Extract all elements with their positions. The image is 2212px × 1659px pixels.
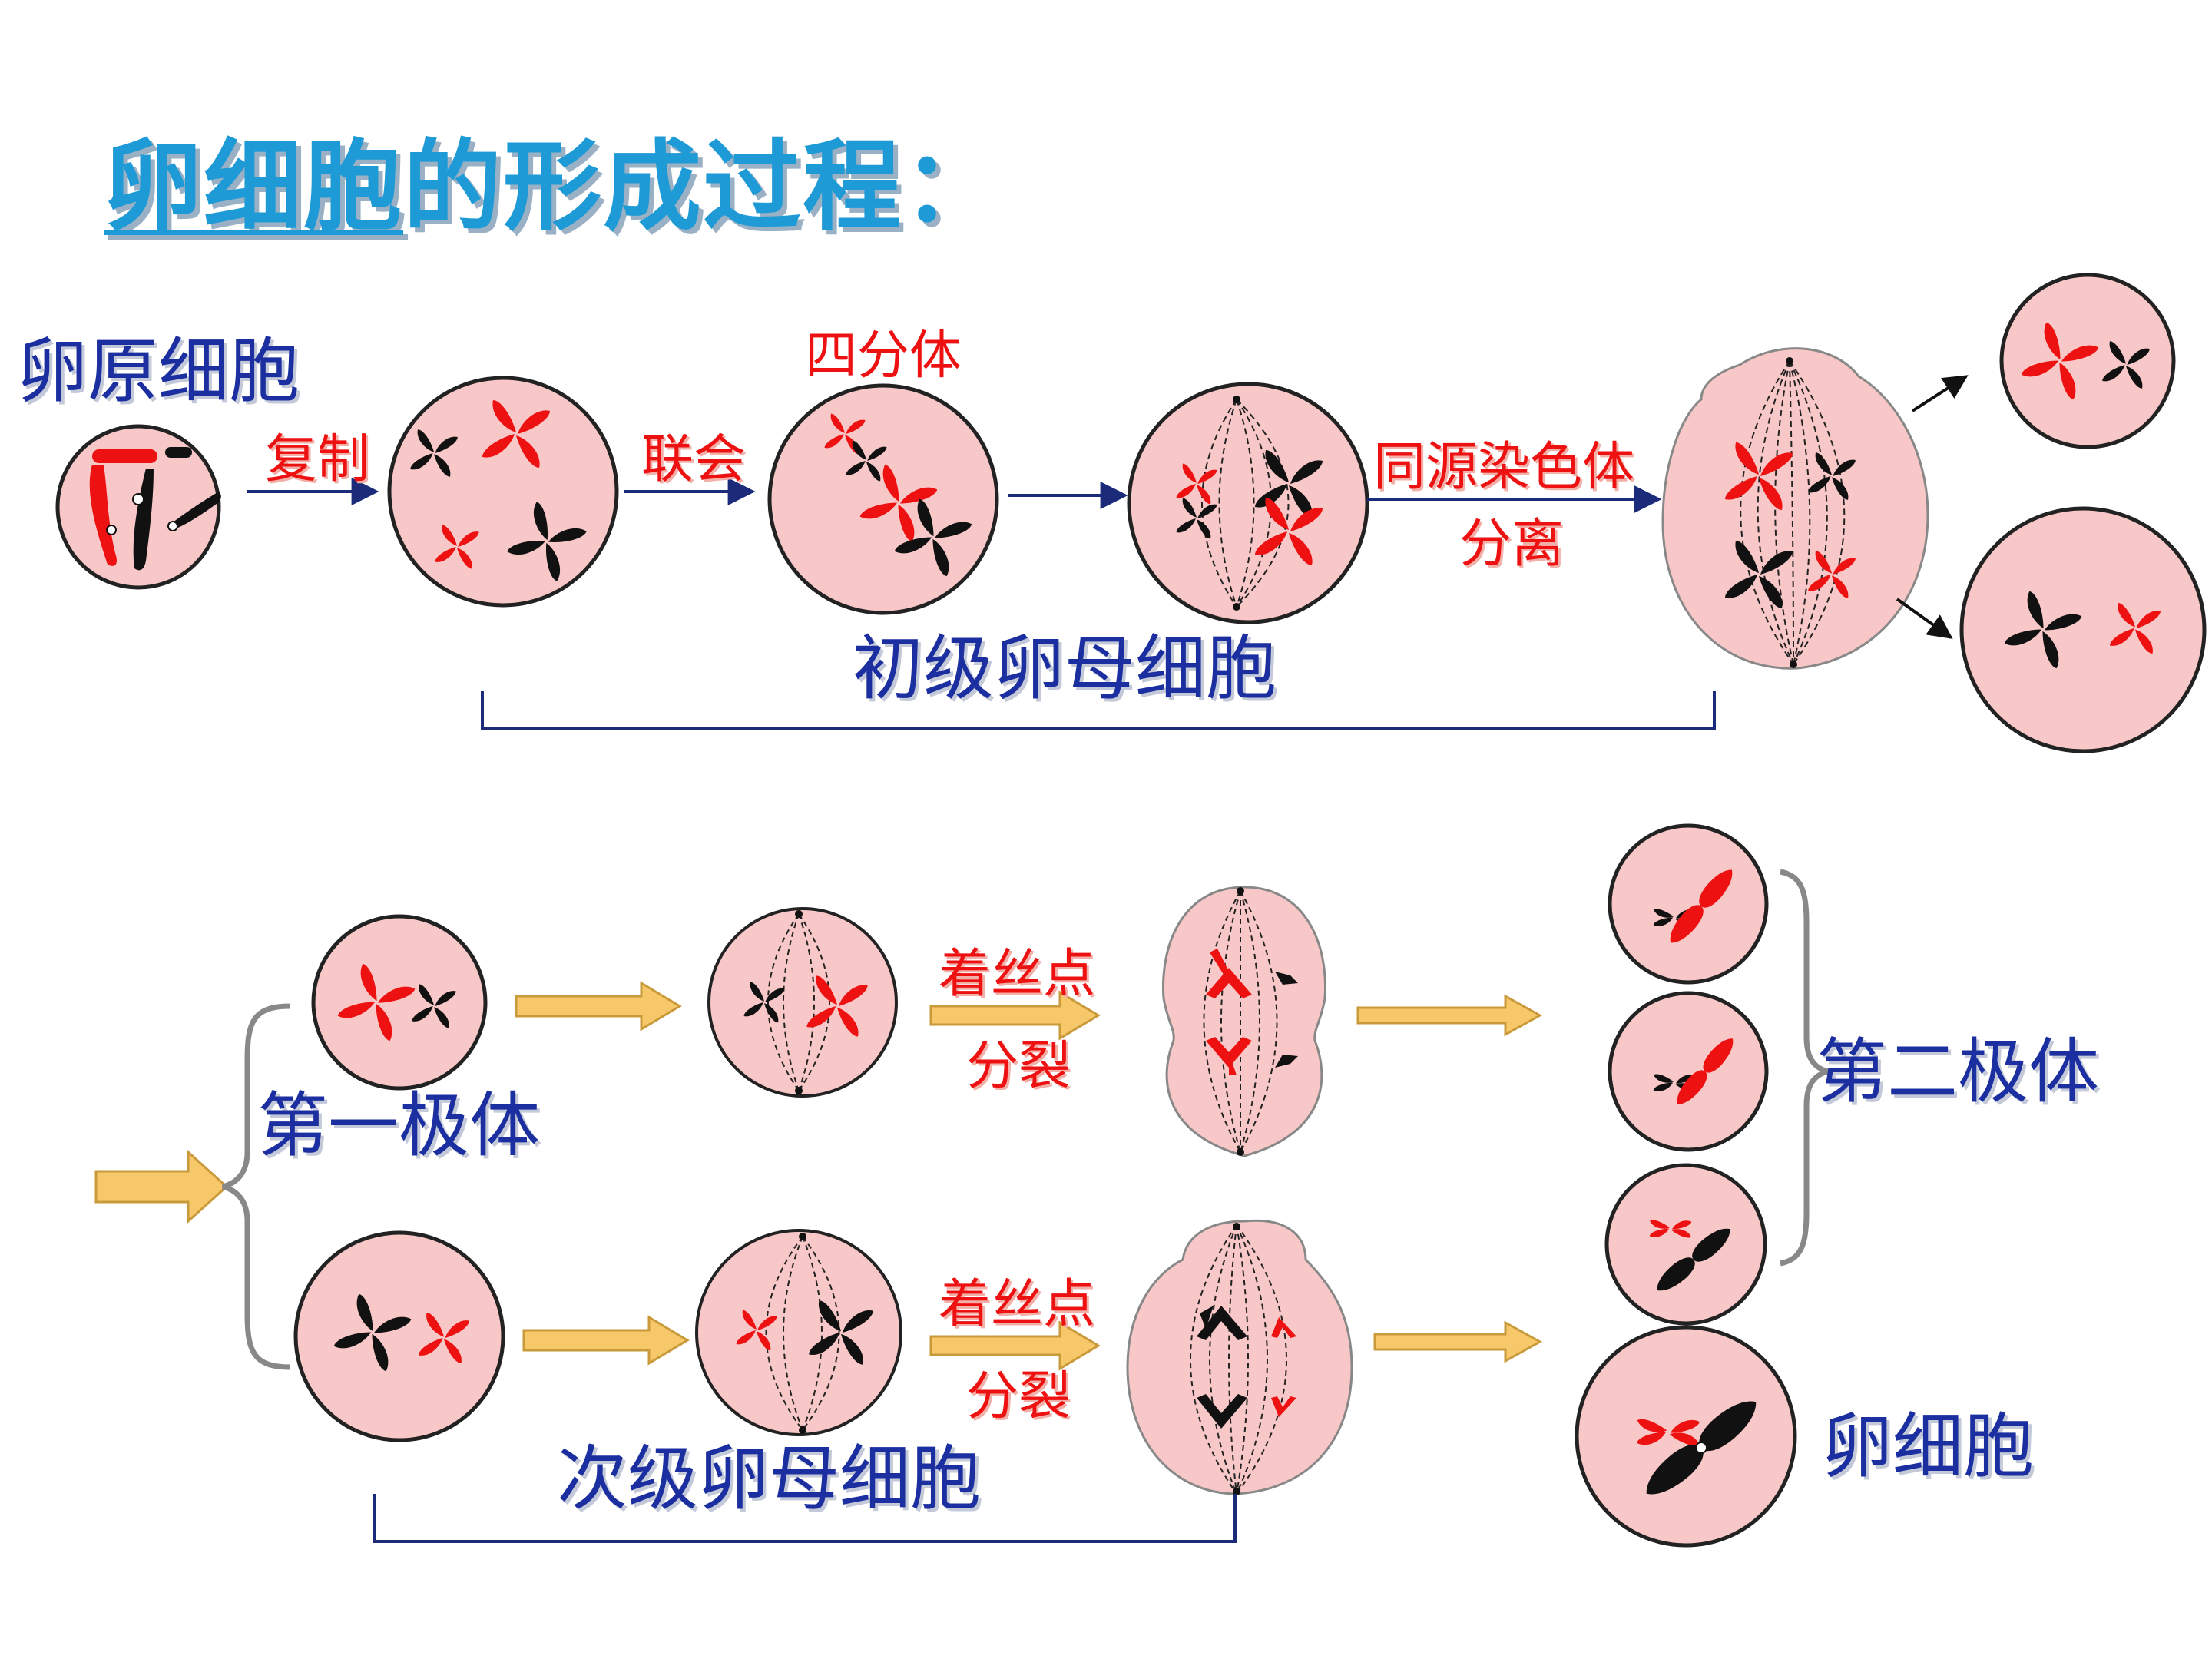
egg-cell-label: 卵细胞 [1822,1406,2035,1488]
anaphase-i-cell [1661,347,1929,670]
replication-label: 复制 [265,429,370,490]
egg-cell [1575,1325,1797,1548]
block-arrow [929,1320,1101,1371]
chromosomes [89,447,221,571]
entry-arrow [94,1149,229,1224]
arrow-to-secondary-oocyte [1896,598,1953,639]
title-part1: 卵细胞 [104,130,404,244]
primary-oocyte-bracket [481,691,1716,730]
homolog-separation-label-line2: 分离 [1459,514,1565,575]
primary-oocyte-label: 初级卵母细胞 [853,628,1277,710]
block-arrow [1356,994,1543,1037]
centromere-split2-label-line2: 分裂 [966,1366,1071,1427]
second-polar-body-cell [1608,823,1769,985]
first-polar-body-cell [311,914,488,1091]
oocyte-metaphase-ii-cell [695,1229,902,1436]
block-arrow [515,981,682,1031]
polar-anaphase-ii-cell [1161,886,1327,1157]
block-arrow [522,1315,690,1366]
polar-metaphase-ii-cell [707,907,898,1098]
secondary-oocyte-cell [293,1230,505,1442]
secondary-oocyte-label: 次级卵母细胞 [557,1438,982,1520]
left-brace [221,1003,291,1370]
block-arrow [929,990,1101,1041]
second-polar-body-cell [1608,991,1769,1152]
oogonium-cell [55,424,221,590]
tetrad-label: 四分体 [805,326,962,386]
centromere-split-label-line2: 分裂 [966,1036,1071,1097]
centromere-split-label-line1: 着丝点 [939,944,1096,1005]
second-polar-body-label: 第二极体 [1816,1031,2100,1113]
title-part2: 的形成过程： [403,130,1003,244]
oocyte-anaphase-ii-cell [1126,1219,1353,1495]
metaphase-i-cell [1127,382,1369,624]
secondary-oocyte-result-cell [1959,506,2207,753]
replicated-cell [387,376,619,608]
homolog-separation-label-line1: 同源染色体 [1373,437,1635,498]
synapsis-label: 联会 [641,429,747,490]
arrow-to-first-polar-body [1911,375,1969,412]
page-title: 卵细胞的形成过程： [104,138,1002,237]
second-polar-body-cell [1604,1163,1767,1326]
centromere-split2-label-line1: 着丝点 [939,1274,1096,1335]
first-polar-body-result-cell [1999,273,2176,449]
secondary-oocyte-bracket [373,1494,1237,1543]
first-polar-body-label: 第一极体 [257,1084,541,1167]
block-arrow [1373,1320,1543,1363]
oogonium-label: 卵原细胞 [17,330,300,412]
tetrad-cell [767,383,999,615]
right-brace [1780,869,1830,1267]
